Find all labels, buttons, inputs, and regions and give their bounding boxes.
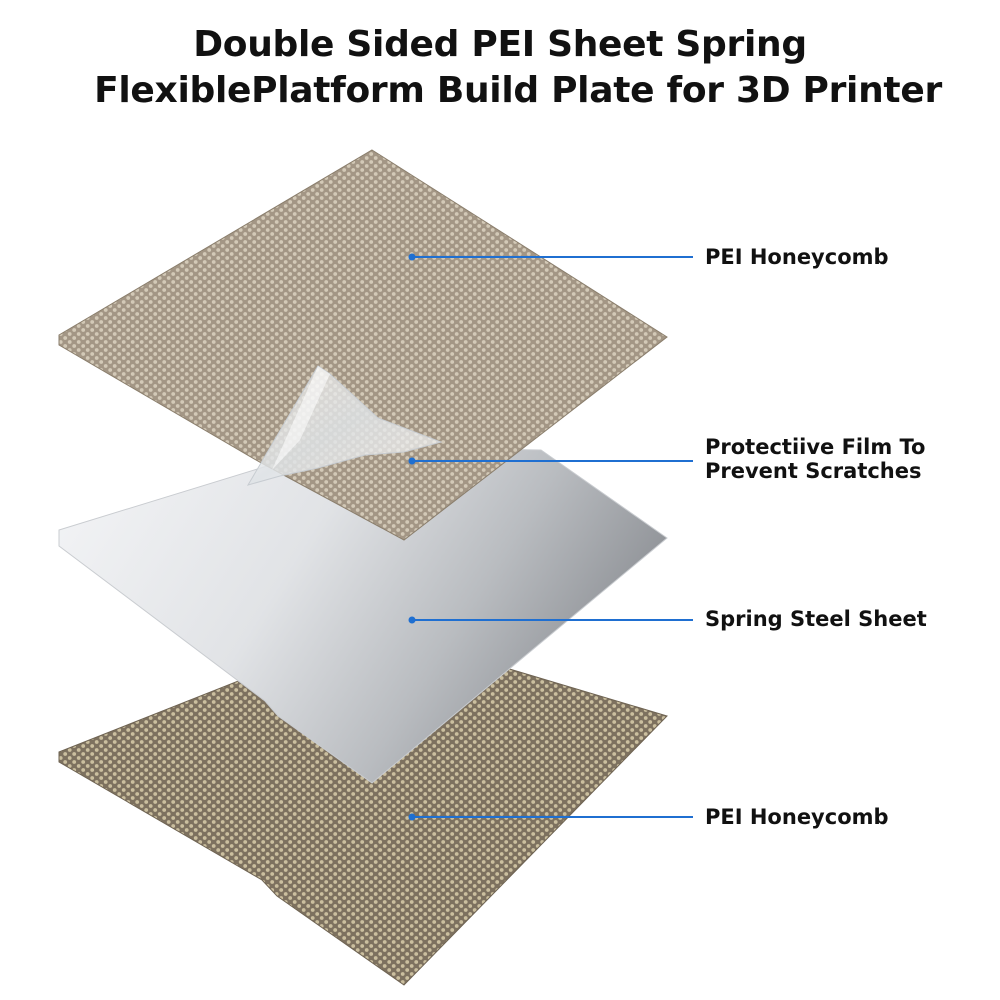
- label-top-pei-honeycomb: PEI Honeycomb: [705, 245, 889, 269]
- leader-line-film: [408, 457, 693, 465]
- title-line-1: Double Sided PEI Sheet Spring: [193, 24, 807, 65]
- top-pei-sheet: [58, 149, 668, 541]
- label-protective-film-line-2: Prevent Scratches: [705, 459, 922, 483]
- label-bottom-pei-honeycomb: PEI Honeycomb: [705, 805, 889, 829]
- spring-steel-sheet: [58, 446, 668, 784]
- label-protective-film-line-1: Protectiive Film To: [705, 435, 926, 459]
- label-spring-steel-sheet: Spring Steel Sheet: [705, 607, 927, 631]
- leader-line-top-pei: [408, 253, 693, 261]
- leader-line-bottom-pei: [408, 813, 693, 821]
- label-protective-film: Protectiive Film To Prevent Scratches: [705, 435, 925, 483]
- bottom-pei-sheet: [58, 627, 668, 986]
- page-title: Double Sided PEI Sheet Spring FlexiblePl…: [0, 22, 1000, 114]
- title-line-2: FlexiblePlatform Build Plate for 3D Prin…: [94, 70, 942, 111]
- protective-film-peel: [246, 365, 443, 486]
- leader-line-steel: [408, 616, 693, 624]
